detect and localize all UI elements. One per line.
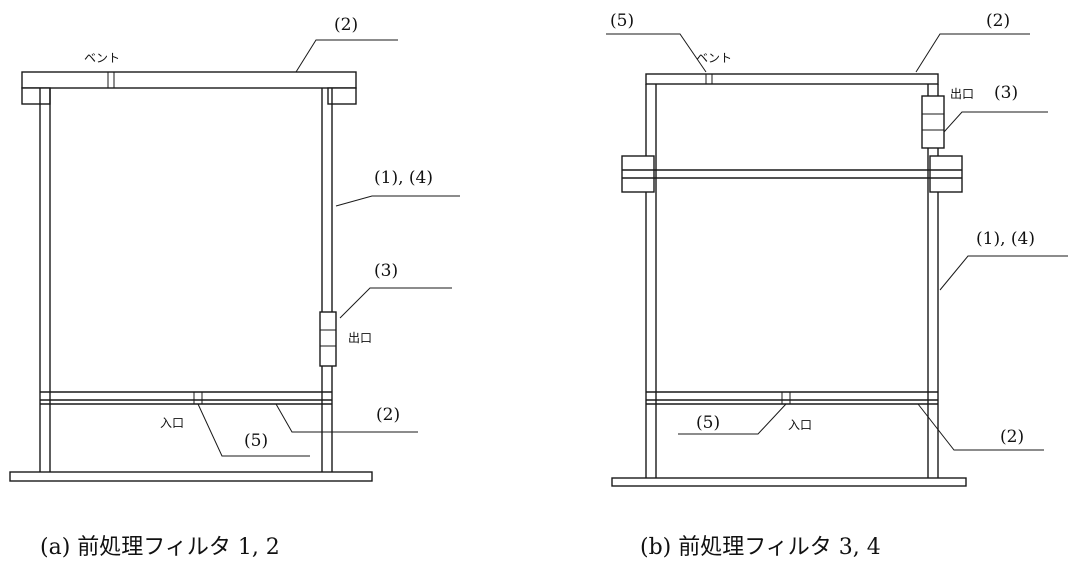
a-caption: (a) 前処理フィルタ 1, 2: [40, 535, 280, 560]
a-callout-top-plate: (2): [334, 15, 358, 35]
b-leader-shell: [939, 255, 1068, 291]
b-vent-label: ベント: [696, 51, 732, 65]
b-middle-flange-end-left: [621, 155, 655, 193]
a-leader-top-plate: [295, 39, 398, 73]
a-leader-bottom-plate: [275, 403, 418, 433]
b-top-flange: [645, 73, 939, 85]
b-leader-outlet: [943, 111, 1048, 133]
a-callout-shell: (1), (4): [374, 168, 433, 188]
a-callout-outlet: (3): [374, 261, 398, 281]
a-base-plate: [9, 471, 373, 482]
b-inlet-label: 入口: [788, 418, 812, 432]
a-outlet-label: 出口: [348, 331, 372, 345]
diagram-b: ベント 出口 入口 (5) (2) (3) (1), (4) (5) (2) (…: [606, 11, 1068, 560]
b-callout-top-plate: (2): [986, 11, 1010, 31]
a-vent-label: ベント: [84, 51, 120, 65]
b-leader-bottom-plate: [917, 403, 1044, 451]
a-callout-inlet: (5): [244, 431, 268, 451]
b-callout-bottom-plate: (2): [1000, 427, 1024, 447]
a-outlet-nozzle: [319, 311, 337, 367]
b-callout-outlet: (3): [994, 83, 1018, 103]
diagram-a: ベント 出口 入口 (2) (1), (4) (3) (2) (5) (a) 前…: [9, 15, 460, 560]
b-outlet-label: 出口: [950, 87, 974, 101]
b-outlet-nozzle: [921, 95, 945, 149]
b-callout-inlet: (5): [696, 413, 720, 433]
b-leader-vent: [606, 33, 707, 73]
b-leader-top-plate: [915, 33, 1030, 73]
a-callout-bottom-plate: (2): [376, 405, 400, 425]
a-top-flange-end-left: [21, 87, 51, 105]
a-top-flange-end-right: [327, 87, 357, 105]
b-callout-shell: (1), (4): [976, 229, 1035, 249]
b-middle-flange-end-right: [929, 155, 963, 193]
a-top-flange: [21, 71, 357, 89]
a-leader-outlet: [339, 287, 452, 319]
b-caption: (b) 前処理フィルタ 3, 4: [640, 535, 881, 560]
a-inlet-label: 入口: [160, 416, 184, 430]
b-base-plate: [611, 477, 967, 487]
b-callout-vent: (5): [610, 11, 634, 31]
a-leader-shell: [335, 195, 460, 207]
b-leader-inlet: [678, 403, 787, 435]
a-leader-inlet: [197, 403, 310, 457]
